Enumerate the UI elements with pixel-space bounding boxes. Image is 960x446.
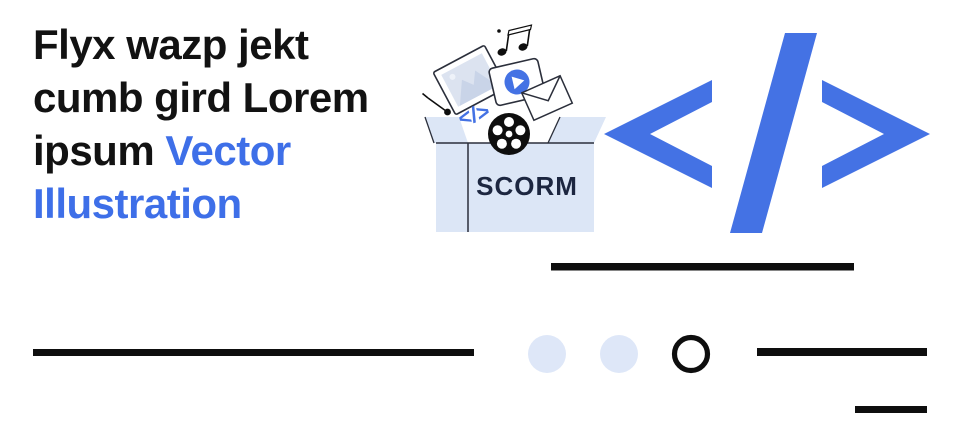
left-angle-bracket (604, 80, 712, 188)
headline-text: ipsum (33, 127, 155, 174)
video-play-icon (488, 57, 546, 107)
headline-text: cumb gird Lorem (33, 74, 369, 121)
headline-line-2: cumb gird Lorem (33, 71, 423, 124)
dot-filled-1 (528, 335, 566, 373)
music-notes-icon (497, 24, 533, 56)
headline-text: Flyx wazp jekt (33, 21, 309, 68)
dot-filled-2 (600, 335, 638, 373)
slash (730, 33, 817, 233)
headline-line-3: ipsum Vector (33, 124, 423, 177)
decor-elements (33, 263, 927, 413)
image-icon (433, 45, 507, 115)
rule-line-bottom-right (855, 406, 927, 413)
box-right-flap-edge (547, 116, 561, 144)
headline-line-4: Illustration (33, 177, 423, 230)
headline-line-1: Flyx wazp jekt (33, 18, 423, 71)
scorm-box-label: SCORM (476, 171, 578, 201)
code-brackets-icon (604, 33, 930, 233)
dot-outline (671, 334, 711, 374)
headline-accent-text: Illustration (33, 180, 242, 227)
box-left-flap (425, 117, 468, 143)
music-note-icon (421, 92, 451, 116)
envelope-icon (520, 74, 574, 122)
headline-accent-text: Vector (165, 127, 291, 174)
right-angle-bracket (822, 80, 930, 188)
box-left-flap-edge (424, 116, 435, 144)
hero-headline: Flyx wazp jekt cumb gird Lorem ipsum Vec… (33, 18, 423, 230)
open-box-icon (424, 116, 606, 232)
rule-line-top-right (551, 263, 854, 271)
film-reel-icon (488, 113, 530, 155)
box-right-flap (548, 117, 606, 143)
box-body (436, 143, 594, 232)
rule-line-bottom-left (33, 349, 474, 356)
rule-line-mid-right (757, 348, 927, 356)
scorm-box-illustration: SCORM (421, 24, 606, 232)
